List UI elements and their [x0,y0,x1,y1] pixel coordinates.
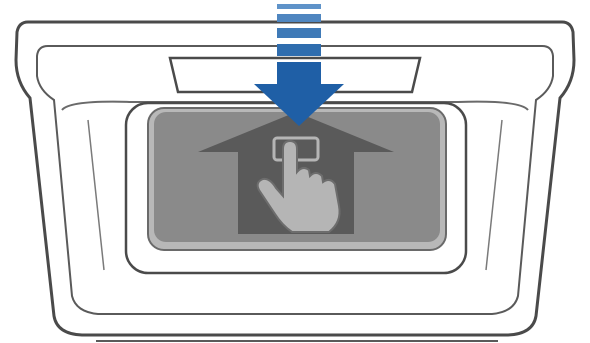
home-roof-icon [198,112,394,152]
arrow-stripe-2 [277,14,321,22]
arrow-shaft [277,62,321,84]
arrow-stripe-1 [277,4,321,9]
arrow-stripe-4 [277,44,321,56]
arrow-stripe-3 [277,28,321,38]
left-side-groove [87,119,105,271]
right-side-groove [485,119,503,271]
device-inner-bezel [36,45,554,315]
press-direction-arrow [254,84,344,126]
pointing-hand-icon [256,139,341,233]
